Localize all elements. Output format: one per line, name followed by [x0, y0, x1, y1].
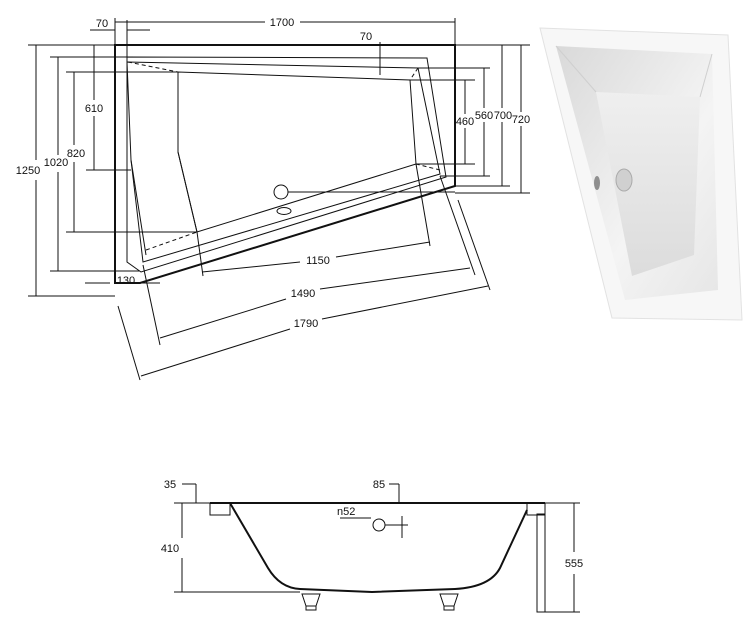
dim-diag-1150: 1150 [306, 255, 330, 267]
foot-right [439, 593, 459, 607]
foot-left [301, 593, 321, 607]
rim-left-block [209, 502, 231, 516]
tub-crease [699, 53, 713, 98]
hidden-line-4 [415, 163, 441, 171]
dim-width-total: 1700 [270, 17, 294, 29]
tub-basin-floor [177, 71, 417, 233]
dim-ext-line [415, 163, 431, 247]
dim-ext-line [196, 231, 204, 277]
dim-ext-line [117, 305, 141, 381]
basin-profile [229, 502, 528, 594]
tub-rim-inner [126, 56, 447, 273]
tub-basin-outer [126, 61, 441, 263]
dim-right-700: 700 [494, 110, 512, 122]
overflow-icon [273, 184, 289, 200]
dim-ext-line [142, 264, 161, 346]
dim-line [201, 261, 301, 273]
rim-right-block [526, 502, 546, 516]
foot-left-base [305, 605, 317, 611]
dim-height-820: 820 [67, 148, 85, 160]
tub-floor [596, 92, 700, 276]
dim-ext-line [439, 175, 476, 276]
dim-depth-410: 410 [161, 543, 179, 555]
tub-crease [555, 45, 597, 93]
tub-outline-outer [114, 44, 456, 284]
dim-diag-1490: 1490 [291, 288, 315, 300]
dim-right-560: 560 [475, 110, 493, 122]
dim-ext-line [457, 199, 491, 291]
top-view: 1700 70 70 1250 1020 820 610 [16, 17, 530, 381]
dim-bottom-130: 130 [117, 275, 135, 287]
drain-icon [594, 176, 600, 190]
floor-edge-left [177, 151, 198, 233]
dim-line [140, 328, 291, 377]
dim-left-offset: 70 [96, 18, 108, 30]
dim-top-offset: 70 [360, 31, 372, 43]
dim-diag-1790: 1790 [294, 318, 318, 330]
overflow-icon [372, 518, 386, 532]
dim-height-1250: 1250 [16, 165, 40, 177]
drain-icon [276, 207, 292, 215]
dim-rim-85: 85 [373, 479, 385, 491]
drain-label: n52 [337, 506, 355, 518]
dim-line [319, 267, 471, 290]
product-photo [539, 27, 743, 321]
hidden-line-1 [127, 61, 179, 73]
side-view: n52 35 85 410 555 [161, 479, 583, 613]
basin-edge-left [130, 159, 147, 256]
dim-line [335, 241, 431, 258]
dim-line [159, 298, 287, 339]
foot-right-base [443, 605, 455, 611]
hidden-line-3 [145, 231, 198, 251]
dim-right-720: 720 [512, 114, 530, 126]
dim-right-460: 460 [456, 116, 474, 128]
hidden-line-2 [409, 67, 419, 81]
dim-height-555: 555 [565, 558, 583, 570]
overflow-icon [615, 168, 633, 192]
dim-height-1020: 1020 [44, 157, 68, 169]
dim-rim-35: 35 [164, 479, 176, 491]
dim-line [321, 285, 489, 320]
dim-height-610: 610 [85, 103, 103, 115]
side-panel [536, 513, 546, 613]
